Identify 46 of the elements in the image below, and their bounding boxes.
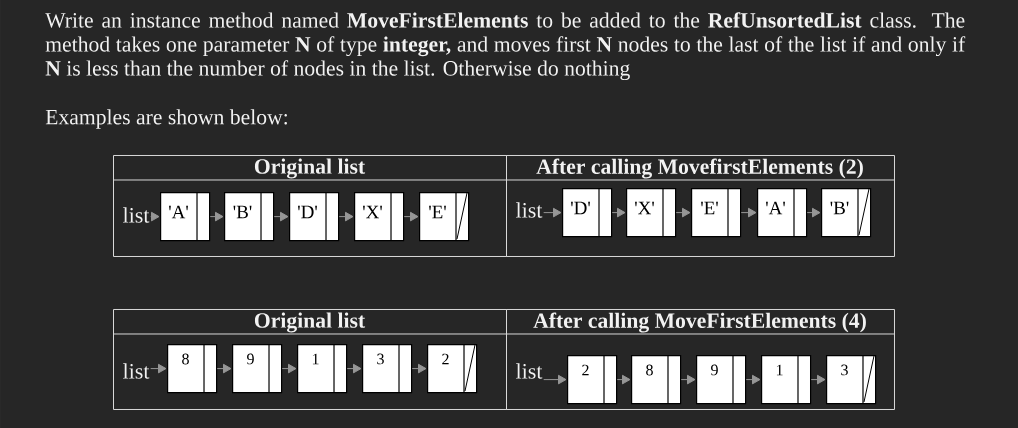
head-pointer-label: list [123, 363, 150, 379]
list-node-box: 'B' [224, 191, 275, 242]
arrow [281, 363, 297, 374]
list-node-box: 8 [631, 354, 682, 405]
arrow [740, 207, 757, 218]
list-node-box: 9 [232, 343, 283, 394]
head-pointer-label: list [516, 202, 543, 218]
list-node-box: 'A' [160, 191, 211, 242]
arrow [543, 374, 567, 385]
list-node-box: 'A' [757, 187, 808, 238]
list-node-box: 1 [761, 354, 812, 405]
arrow [273, 211, 289, 222]
list-node-box: 1 [297, 343, 348, 394]
list-node-box: 'X' [626, 187, 677, 238]
head-pointer-label: list [123, 207, 150, 223]
instruction-paragraph: Write an instance method named MoveFirstElements to be added to the RefUnsortedList class. The method takes one parameter N of type integer, and moves first N nodes to the last of the list if and only if N is less than the number of nodes in the list. Otherwise do nothing [45, 12, 966, 81]
arrow [810, 374, 826, 385]
arrow [616, 374, 631, 385]
intro-line: Examples are shown below: [45, 109, 287, 129]
arrow [675, 207, 691, 218]
list-node-box: 2 [567, 354, 618, 405]
arrow [680, 374, 696, 385]
arrow [346, 363, 362, 374]
arrow [806, 207, 821, 218]
arrow [543, 207, 562, 218]
list-node-box: 'D' [289, 191, 340, 242]
list-node-box: 'D' [562, 187, 613, 238]
list-node-box: 'X' [354, 191, 405, 242]
list-node-box: 8 [167, 343, 218, 394]
list-node-box: 9 [696, 354, 747, 405]
list-node-box: 2 [427, 343, 478, 394]
head-pointer-label: list [516, 363, 543, 379]
arrow [611, 207, 626, 218]
arrow [338, 211, 354, 222]
arrow [150, 211, 160, 222]
arrow [209, 211, 224, 222]
arrow [403, 211, 419, 222]
arrow [150, 363, 167, 374]
list-node-box: 3 [826, 354, 877, 405]
list-node-box: 3 [362, 343, 413, 394]
arrow [745, 374, 761, 385]
list-node-box: 'B' [821, 187, 872, 238]
list-node-box: 'E' [691, 187, 742, 238]
list-node-box: 'E' [419, 191, 470, 242]
arrow [216, 363, 232, 374]
arrow [411, 363, 427, 374]
